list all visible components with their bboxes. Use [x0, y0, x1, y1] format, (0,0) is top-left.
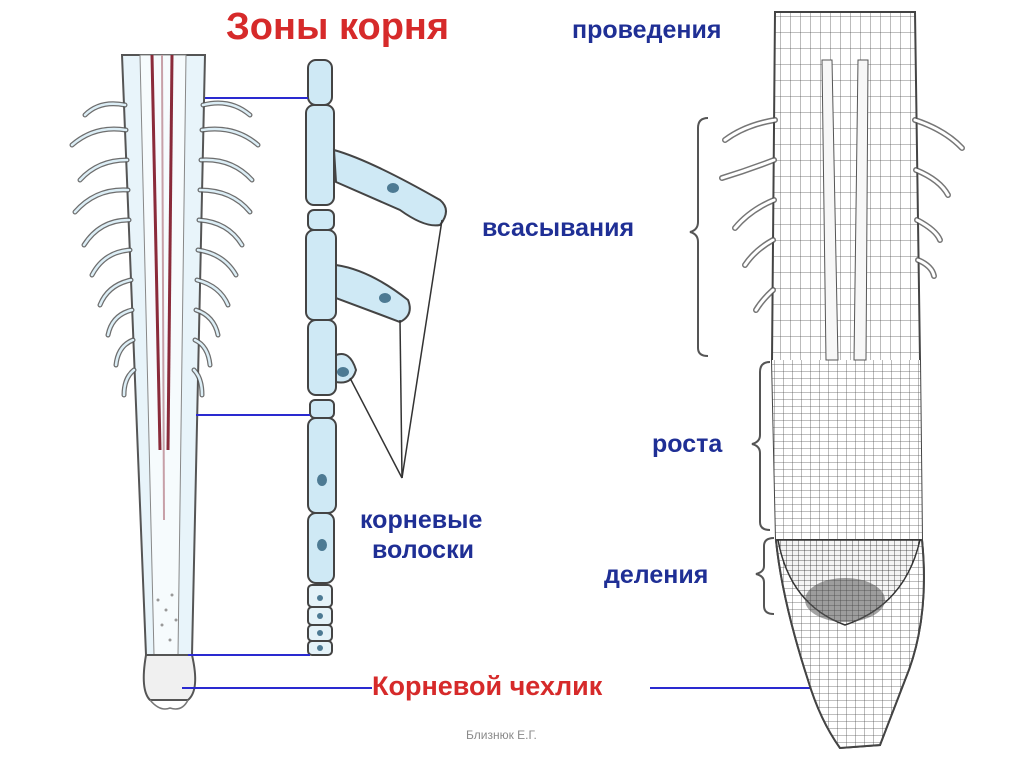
label-root-hairs-line1: корневые [360, 506, 482, 535]
brace-growth [752, 362, 770, 530]
root-hair-cells [306, 60, 446, 655]
zone-connector-lines [182, 98, 826, 688]
label-root-hairs-line2: волоски [372, 536, 474, 565]
zone-braces [690, 118, 774, 614]
root-longitudinal-overview [72, 55, 258, 709]
root-tip-cellular [722, 12, 962, 748]
label-conduction-zone: проведения [572, 16, 721, 45]
label-division-zone: деления [604, 561, 708, 590]
label-absorption-zone: всасывания [482, 214, 634, 243]
brace-absorption [690, 118, 708, 356]
author-credit: Близнюк Е.Г. [466, 728, 537, 742]
label-growth-zone: роста [652, 430, 722, 459]
brace-division [756, 538, 774, 614]
label-root-cap: Корневой чехлик [372, 671, 602, 702]
